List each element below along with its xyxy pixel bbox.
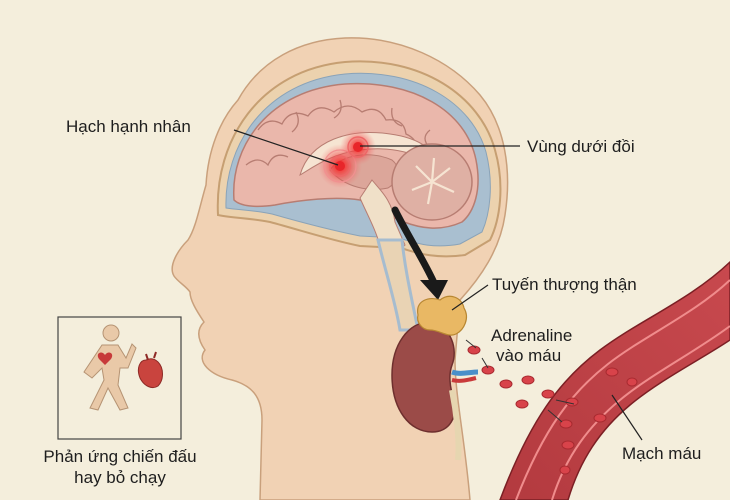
- label-adrenaline-line1: Adrenaline: [491, 326, 573, 345]
- anatomical-heart-icon: [137, 351, 163, 389]
- label-fight-flight-line2: hay bỏ chạy: [74, 468, 166, 487]
- adrenaline-flow-arrows: [465, 339, 575, 423]
- label-hypothalamus: Vùng dưới đồi: [527, 137, 635, 156]
- vessel-leader: [611, 394, 643, 441]
- label-adrenal-gland: Tuyến thượng thận: [492, 275, 637, 294]
- adrenal-leader: [451, 284, 489, 311]
- brain: [233, 82, 479, 251]
- label-fight-flight-line1: Phản ứng chiến đấu: [43, 447, 197, 466]
- blood-vessel: [499, 260, 730, 500]
- fight-or-flight-panel: [57, 316, 182, 440]
- cerebellum: [391, 143, 473, 221]
- label-amygdala: Hạch hạnh nhân: [66, 117, 191, 136]
- adrenal-gland: [417, 295, 468, 336]
- hypothalamus-highlight: [340, 129, 376, 165]
- running-person-icon: [83, 324, 137, 411]
- signal-arrow: [391, 206, 448, 300]
- kidney: [391, 321, 479, 461]
- heart-icon: [97, 352, 113, 365]
- label-blood-vessel: Mạch máu: [622, 444, 702, 463]
- adrenaline-particles: [467, 345, 638, 475]
- label-adrenaline-line2: vào máu: [496, 346, 562, 365]
- amygdala-leader: [233, 129, 339, 166]
